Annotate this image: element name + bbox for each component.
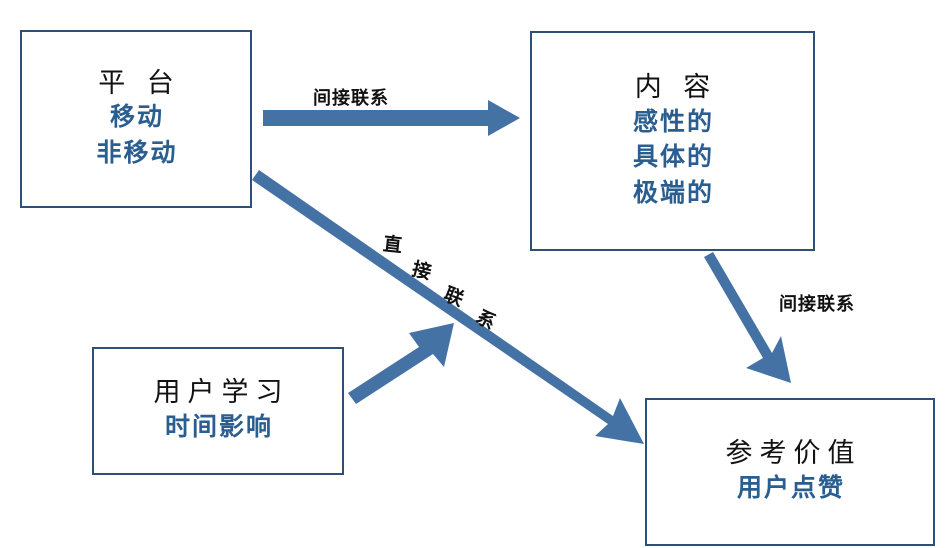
arrow-platform-to-content (263, 100, 520, 136)
edge-label-content-to-reference: 间接联系 (779, 294, 855, 314)
node-platform-sub-2: 非移动 (96, 138, 178, 167)
arrow-platform-to-reference (252, 170, 644, 444)
node-user-learning-title: 用户学习 (153, 377, 290, 408)
node-content-sub-2: 具体的 (632, 143, 714, 172)
diag-char-1: 直 (381, 234, 404, 257)
node-user-learning[interactable]: 用户学习 时间影响 (92, 347, 344, 475)
node-user-learning-sub-1: 时间影响 (164, 413, 273, 442)
node-platform-sub-1: 移动 (109, 103, 164, 132)
node-platform-title: 平 台 (98, 67, 181, 98)
node-reference-value-title: 参考价值 (725, 438, 862, 469)
arrow-user-learning-to-link (348, 323, 454, 404)
node-reference-value[interactable]: 参考价值 用户点赞 (645, 398, 935, 546)
node-content-sub-3: 极端的 (632, 178, 714, 207)
edge-label-platform-to-content: 间接联系 (313, 88, 389, 108)
node-content-sub-1: 感性的 (632, 107, 714, 136)
node-platform[interactable]: 平 台 移动 非移动 (20, 30, 252, 208)
node-content[interactable]: 内 容 感性的 具体的 极端的 (530, 31, 815, 251)
node-reference-value-sub-1: 用户点赞 (736, 474, 845, 503)
arrow-content-to-reference (704, 252, 791, 383)
node-content-title: 内 容 (634, 71, 718, 102)
